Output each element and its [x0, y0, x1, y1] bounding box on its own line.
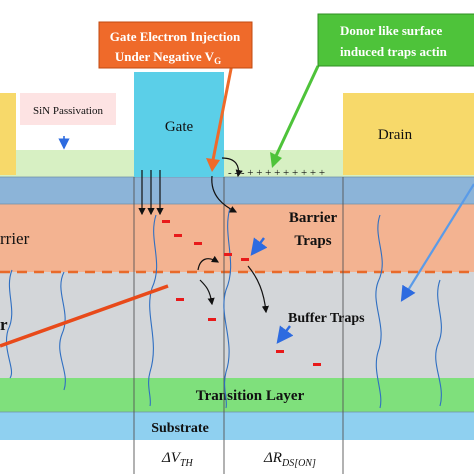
source-contact [0, 93, 16, 175]
gate-label: Gate [165, 119, 194, 135]
barrier-capture-arrow [211, 175, 238, 213]
donor-callout-pointer-head [270, 152, 282, 168]
donor-traps-callout [317, 13, 474, 67]
buffer-layer [0, 272, 474, 378]
electron-path [6, 269, 13, 379]
gate-edge-electron-arrow [221, 157, 243, 178]
trap-marker [162, 220, 170, 223]
trap-to-barrier-arrow [197, 255, 220, 271]
trap-marker [174, 234, 182, 237]
left-cut-label: r [0, 315, 8, 334]
sin-label: SiN Passivation [33, 105, 103, 117]
left-callout-line [0, 284, 169, 348]
transition-layer-label: Transition Layer [196, 388, 305, 404]
barrier-traps-label-line1: Barrier [289, 210, 338, 226]
donor-callout-pointer [274, 65, 320, 157]
delta-vth-label: ΔVTH [161, 450, 194, 469]
trap-marker [208, 318, 216, 321]
buffer-trap-pointer [276, 325, 294, 344]
substrate-layer [0, 412, 474, 440]
gate-injection-pointer [211, 63, 234, 161]
gate-injection-line2: Under Negative VG [115, 49, 221, 66]
drain-contact [343, 93, 474, 175]
substrate-label: Substrate [151, 421, 209, 436]
electron-path [375, 214, 383, 409]
buffer-capture-arrow-2 [247, 265, 269, 314]
electron-path [148, 214, 158, 407]
barrier-trap-pointer [250, 237, 268, 256]
barrier-traps-label-line2: Traps [294, 233, 331, 249]
trap-marker [313, 363, 321, 366]
electron-path [435, 279, 442, 407]
trap-marker [241, 258, 249, 261]
trap-marker [194, 242, 202, 245]
drain-label: Drain [378, 127, 413, 143]
trap-marker [276, 350, 284, 353]
donor-line2: induced traps actin [340, 44, 448, 59]
right-callout-arrow [400, 183, 474, 302]
barrier-region-label: rrier [0, 229, 30, 248]
electron-path [59, 271, 66, 391]
gate-injection-line1: Gate Electron Injection [110, 29, 241, 44]
trap-marker [176, 298, 184, 301]
surface-charges: - - - + + + + + + + + + [228, 167, 325, 179]
delta-rds-label: ΔRDS[ON] [263, 450, 316, 469]
gate-injection-pointer-head [206, 158, 220, 172]
gate-injection-callout [98, 21, 253, 69]
trap-marker [224, 253, 232, 256]
donor-line1: Donor like surface [340, 23, 443, 38]
electron-path [223, 207, 232, 409]
sin-label-box [20, 93, 116, 125]
channel-layer [0, 177, 474, 204]
barrier-layer [0, 204, 474, 272]
transition-layer [0, 378, 474, 412]
buffer-capture-arrow [199, 279, 215, 306]
buffer-traps-label: Buffer Traps [288, 311, 365, 326]
